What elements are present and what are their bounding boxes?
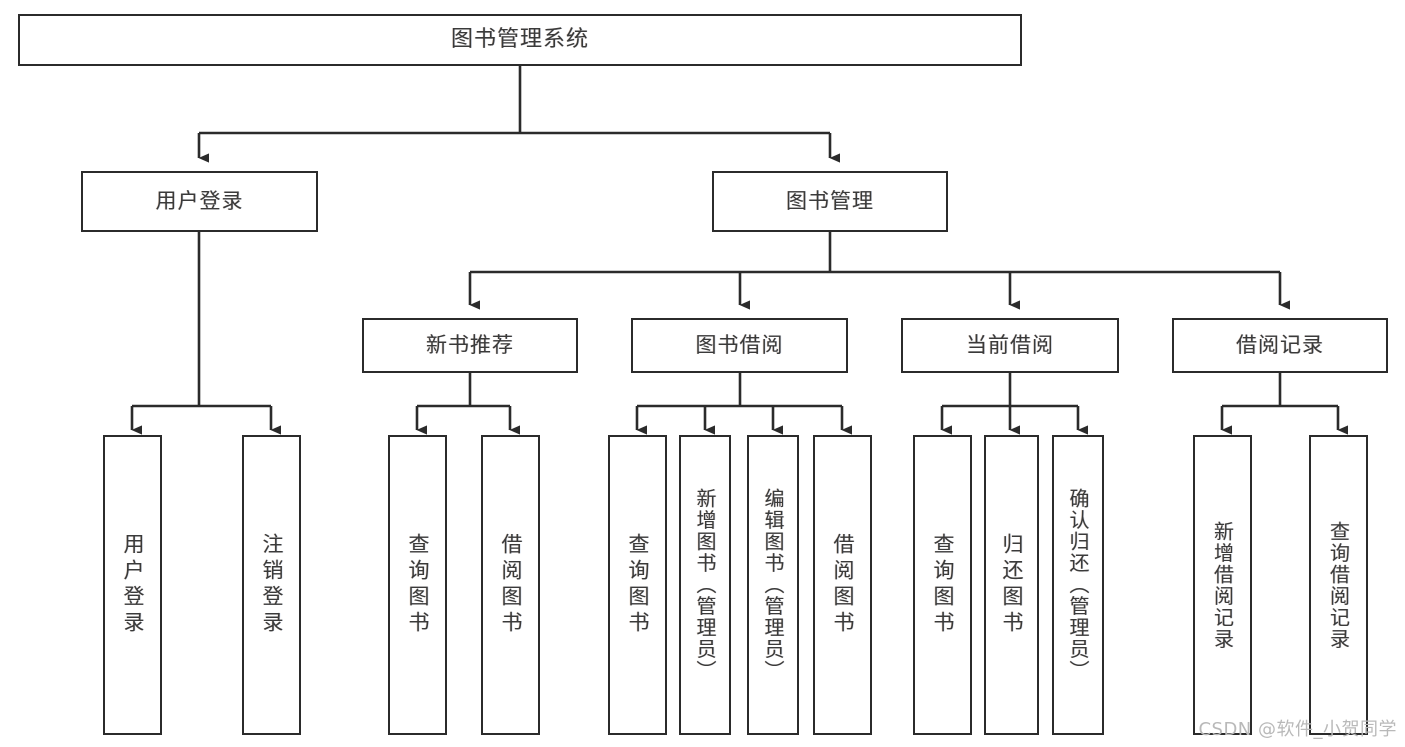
leaf-label: 查询图书	[931, 533, 955, 637]
leaf-query-books-current[interactable]: 查询图书	[913, 435, 972, 735]
leaf-label: 查询图书	[626, 533, 650, 637]
node-book-management[interactable]: 图书管理	[712, 171, 948, 232]
node-user-login[interactable]: 用户登录	[81, 171, 318, 232]
csdn-watermark: CSDN @软件_小贺同学	[1198, 719, 1397, 740]
leaf-query-books-newbook[interactable]: 查询图书	[388, 435, 447, 735]
leaf-return-books[interactable]: 归还图书	[984, 435, 1039, 735]
leaf-query-borrowing-record[interactable]: 查询借阅记录	[1309, 435, 1368, 735]
node-label: 借阅记录	[1236, 333, 1324, 358]
node-book-management-system[interactable]: 图书管理系统	[18, 14, 1022, 66]
leaf-label: 归还图书	[1000, 533, 1024, 637]
leaf-query-books-borrowing[interactable]: 查询图书	[608, 435, 667, 735]
leaf-borrow-books-newbook[interactable]: 借阅图书	[481, 435, 540, 735]
node-label: 用户登录	[155, 189, 244, 214]
leaf-label: 借阅图书	[831, 533, 855, 637]
leaf-edit-book-admin[interactable]: 编辑图书（管理员）	[747, 435, 799, 735]
node-book-borrowing[interactable]: 图书借阅	[631, 318, 848, 373]
leaf-add-borrowing-record[interactable]: 新增借阅记录	[1193, 435, 1252, 735]
node-label: 新书推荐	[426, 333, 514, 358]
leaf-label: 编辑图书（管理员）	[761, 488, 785, 682]
leaf-borrow-books-borrowing[interactable]: 借阅图书	[813, 435, 872, 735]
leaf-label: 新增借阅记录	[1210, 520, 1235, 650]
leaf-label: 确认归还（管理员）	[1066, 488, 1090, 682]
node-current-borrowing[interactable]: 当前借阅	[901, 318, 1119, 373]
node-borrowing-record[interactable]: 借阅记录	[1172, 318, 1388, 373]
node-label: 图书借阅	[695, 333, 784, 358]
leaf-label: 注销登录	[260, 533, 284, 637]
leaf-label: 查询图书	[406, 533, 430, 637]
leaf-label: 查询借阅记录	[1326, 520, 1351, 650]
node-label: 图书管理系统	[450, 27, 589, 53]
leaf-logout[interactable]: 注销登录	[242, 435, 301, 735]
node-label: 当前借阅	[966, 333, 1054, 358]
leaf-user-login[interactable]: 用户登录	[103, 435, 162, 735]
leaf-label: 借阅图书	[499, 533, 523, 637]
leaf-confirm-return-admin[interactable]: 确认归还（管理员）	[1052, 435, 1104, 735]
node-label: 图书管理	[786, 189, 874, 214]
node-new-book-recommendation[interactable]: 新书推荐	[362, 318, 578, 373]
leaf-label: 用户登录	[121, 533, 145, 637]
leaf-add-book-admin[interactable]: 新增图书（管理员）	[679, 435, 731, 735]
leaf-label: 新增图书（管理员）	[693, 488, 717, 682]
